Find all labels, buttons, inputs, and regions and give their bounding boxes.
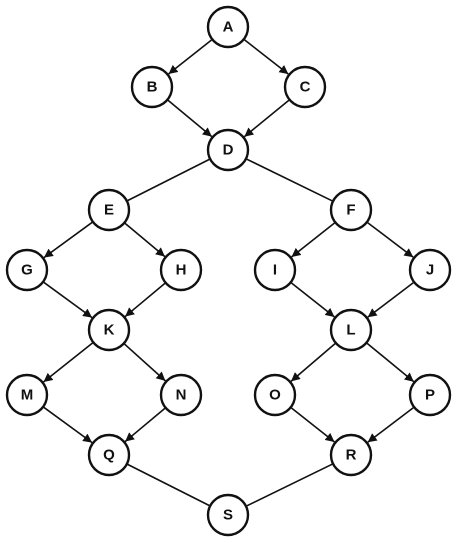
node-c: C — [285, 67, 325, 107]
edge-f-i — [292, 222, 336, 257]
node-h: H — [161, 250, 201, 290]
node-label: R — [346, 447, 357, 464]
node-a: A — [208, 7, 248, 47]
node-e: E — [89, 190, 129, 230]
edge-b-d — [167, 100, 211, 137]
node-d: D — [208, 130, 248, 170]
edge-e-h — [124, 223, 164, 257]
edge-k-m — [44, 342, 94, 382]
node-label: G — [21, 262, 33, 279]
edge-l-p — [366, 343, 413, 382]
edge-h-k — [125, 283, 166, 317]
edge-g-k — [43, 282, 92, 318]
node-label: A — [223, 19, 234, 36]
node-n: N — [161, 375, 201, 415]
node-label: H — [176, 262, 187, 279]
node-label: N — [176, 387, 187, 404]
edge-j-l — [368, 282, 414, 317]
node-label: P — [425, 387, 435, 404]
node-b: B — [132, 67, 172, 107]
node-m: M — [7, 375, 47, 415]
node-label: F — [346, 202, 355, 219]
edge-e-g — [44, 222, 93, 258]
node-p: P — [410, 375, 450, 415]
edge-k-n — [124, 343, 166, 381]
edge-q-s — [127, 464, 209, 506]
edge-i-l — [291, 282, 335, 317]
node-label: Q — [103, 447, 115, 464]
node-i: I — [255, 250, 295, 290]
edge-d-e — [128, 159, 210, 201]
node-label: K — [104, 322, 115, 339]
edge-n-q — [125, 408, 166, 442]
node-label: E — [104, 202, 114, 219]
node-label: C — [300, 79, 311, 96]
edge-a-b — [169, 39, 213, 74]
edge-f-j — [367, 222, 413, 257]
edge-r-s — [247, 464, 333, 506]
edge-a-c — [244, 39, 289, 74]
nodes: A B C D E F G H I J K L M N O P Q R S — [7, 7, 450, 535]
edge-c-d — [244, 100, 289, 137]
edge-p-r — [368, 407, 414, 442]
node-s: S — [208, 495, 248, 535]
node-label: L — [346, 322, 355, 339]
node-label: O — [269, 387, 281, 404]
node-label: J — [426, 262, 434, 279]
node-label: I — [273, 262, 277, 279]
node-f: F — [331, 190, 371, 230]
node-label: S — [223, 507, 233, 524]
edge-d-f — [246, 159, 332, 201]
node-label: B — [147, 79, 158, 96]
node-r: R — [331, 435, 371, 475]
edge-o-r — [291, 407, 335, 442]
node-l: L — [331, 310, 371, 350]
node-label: D — [223, 142, 234, 159]
edge-m-q — [43, 407, 92, 443]
node-o: O — [255, 375, 295, 415]
node-g: G — [7, 250, 47, 290]
edge-l-o — [291, 343, 336, 381]
node-label: M — [21, 387, 34, 404]
node-k: K — [89, 310, 129, 350]
node-j: J — [410, 250, 450, 290]
node-q: Q — [89, 435, 129, 475]
